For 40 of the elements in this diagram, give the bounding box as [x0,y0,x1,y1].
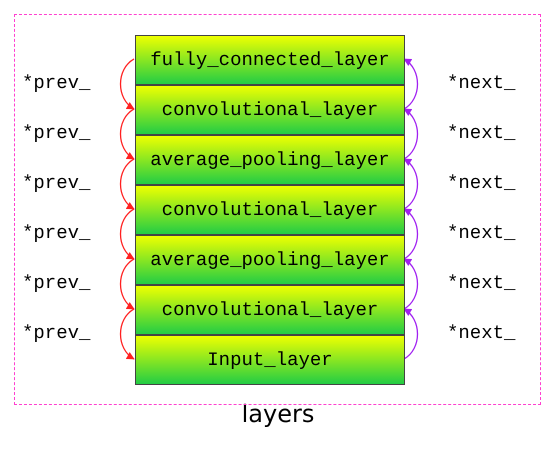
layer-name: fully_connected_layer [150,49,390,71]
pointer-label: *prev_ [22,272,90,294]
pointer-arrow [403,208,418,260]
pointer-label: *next_ [447,272,516,294]
pointer-arrow [403,308,418,360]
dashed-container [14,14,541,405]
layer-box [135,235,405,285]
pointer-label: *next_ [447,122,516,144]
pointer-arrow [120,208,135,260]
pointer-arrow [120,308,135,360]
layer-box [135,85,405,135]
pointer-label: *prev_ [22,72,90,94]
layer-box [135,135,405,185]
pointer-label: *prev_ [22,122,90,144]
pointer-label: *prev_ [22,222,90,244]
pointer-label: *prev_ [22,322,90,344]
pointer-label: *prev_ [22,172,90,194]
layer-box [135,335,405,385]
pointer-label: *next_ [447,72,516,94]
layer-box [135,185,405,235]
pointer-arrow [403,58,418,110]
pointer-arrow [403,108,418,160]
container-title: layers [240,400,316,428]
pointer-arrow [403,258,418,310]
layer-box [135,285,405,335]
layer-name: convolutional_layer [162,99,378,121]
layer-name: average_pooling_layer [150,149,390,171]
pointer-arrow [403,158,418,210]
pointer-arrow [120,108,135,160]
pointer-label: *next_ [447,172,516,194]
layer-name: average_pooling_layer [150,249,390,271]
pointer-arrow [120,58,135,110]
layer-box [135,35,405,85]
pointer-arrow [120,258,135,310]
layer-name: Input_layer [207,349,333,371]
pointer-arrow [120,158,135,210]
layer-name: convolutional_layer [162,199,378,221]
pointer-label: *next_ [447,322,516,344]
layer-name: convolutional_layer [162,299,378,321]
pointer-label: *next_ [447,222,516,244]
